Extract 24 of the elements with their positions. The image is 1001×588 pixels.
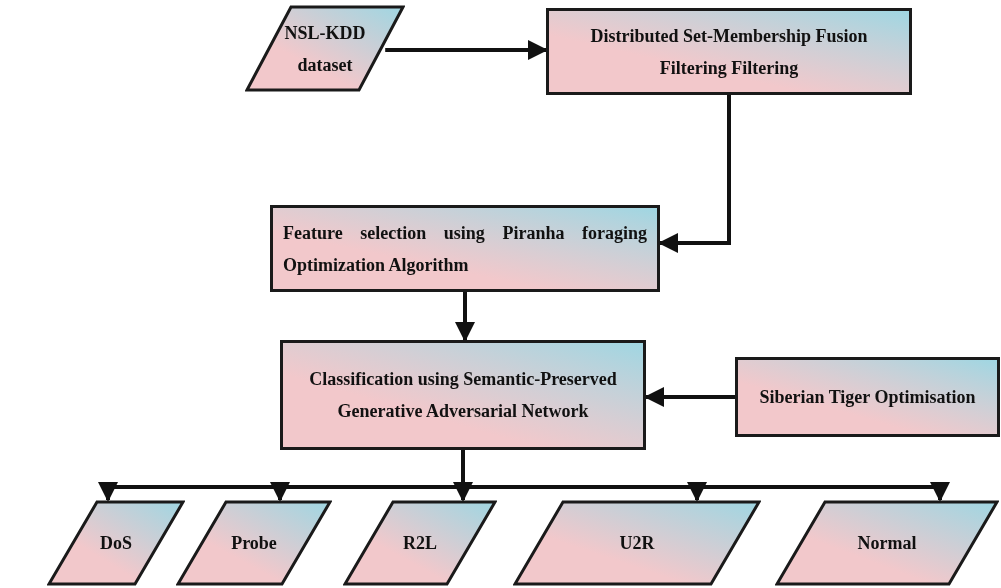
data-parallelogram: [245, 5, 405, 92]
arrow: [658, 95, 731, 253]
node-label: Normal: [857, 532, 917, 555]
process-box: [270, 205, 660, 292]
data-parallelogram: [343, 500, 497, 586]
node-label: Classification using Semantic-Preserved Generative Adversarial Network: [308, 368, 618, 423]
node-label: Distributed Set-Membership Fusion Filtering Filtering: [589, 24, 869, 80]
process-box: [546, 8, 912, 95]
node-label: DoS: [100, 532, 132, 555]
node-label: R2L: [403, 532, 437, 555]
data-parallelogram: [513, 500, 761, 586]
node-label: Siberian Tiger Optimisation: [759, 386, 976, 409]
process-box: [735, 357, 1000, 437]
arrow: [455, 292, 475, 342]
process-box: [280, 340, 646, 450]
node-label: NSL-KDD dataset: [283, 21, 367, 77]
node-label: Feature selection using Piranha foraging Optimization Algorithm: [283, 221, 647, 277]
node-label: U2R: [619, 532, 655, 555]
arrow: [644, 387, 735, 407]
data-parallelogram: [47, 500, 185, 586]
data-parallelogram: [176, 500, 332, 586]
node-label: Probe: [231, 532, 277, 555]
data-parallelogram: [775, 500, 999, 586]
arrow: [385, 40, 548, 60]
